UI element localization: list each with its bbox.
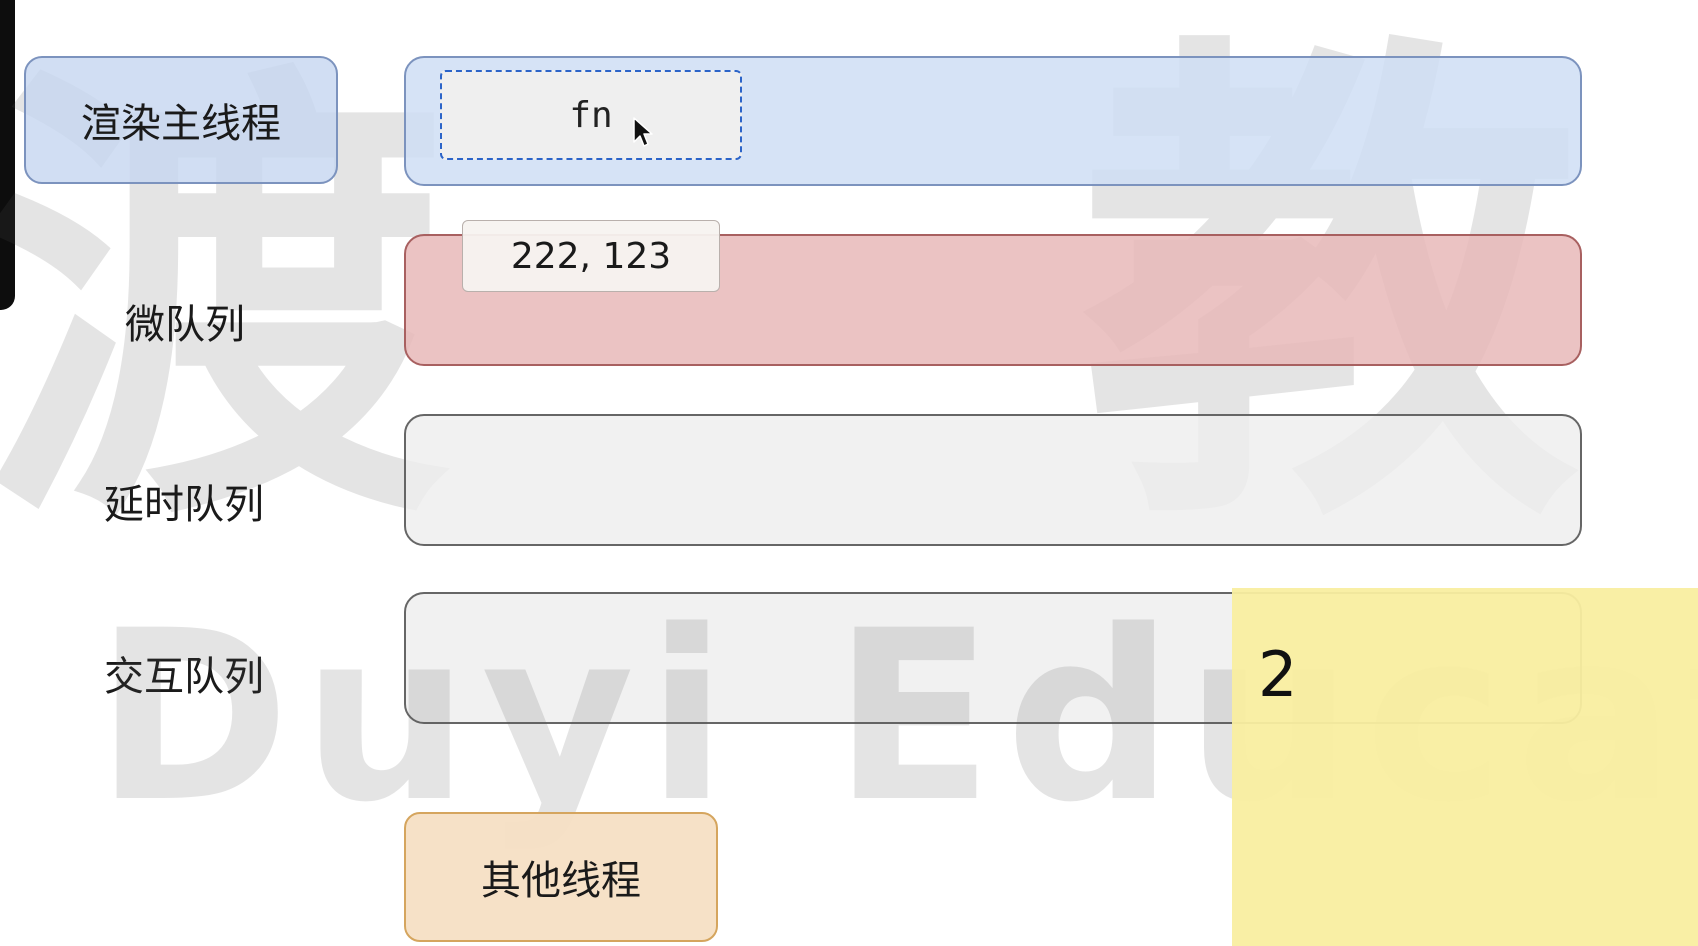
other-thread-label: 其他线程: [481, 858, 641, 904]
window-edge: [0, 0, 15, 310]
other-thread-box[interactable]: 其他线程: [404, 812, 718, 942]
coordinate-tooltip: 222, 123: [462, 220, 720, 292]
delay-queue-label: 延时队列: [104, 482, 264, 528]
main-thread-label-box: 渲染主线程: [24, 56, 338, 184]
coordinate-tooltip-text: 222, 123: [510, 235, 672, 277]
micro-queue-label: 微队列: [125, 302, 245, 348]
sticky-note-value: 2: [1258, 638, 1298, 711]
interaction-queue-label: 交互队列: [104, 654, 264, 700]
delay-queue-lane: [404, 414, 1582, 546]
main-thread-label: 渲染主线程: [81, 101, 281, 147]
task-fn-box[interactable]: fn: [440, 70, 742, 160]
sticky-note[interactable]: 2: [1232, 588, 1698, 946]
task-fn-label: fn: [569, 94, 613, 136]
micro-queue-lane: [404, 234, 1582, 366]
mouse-pointer-icon: [633, 117, 653, 147]
